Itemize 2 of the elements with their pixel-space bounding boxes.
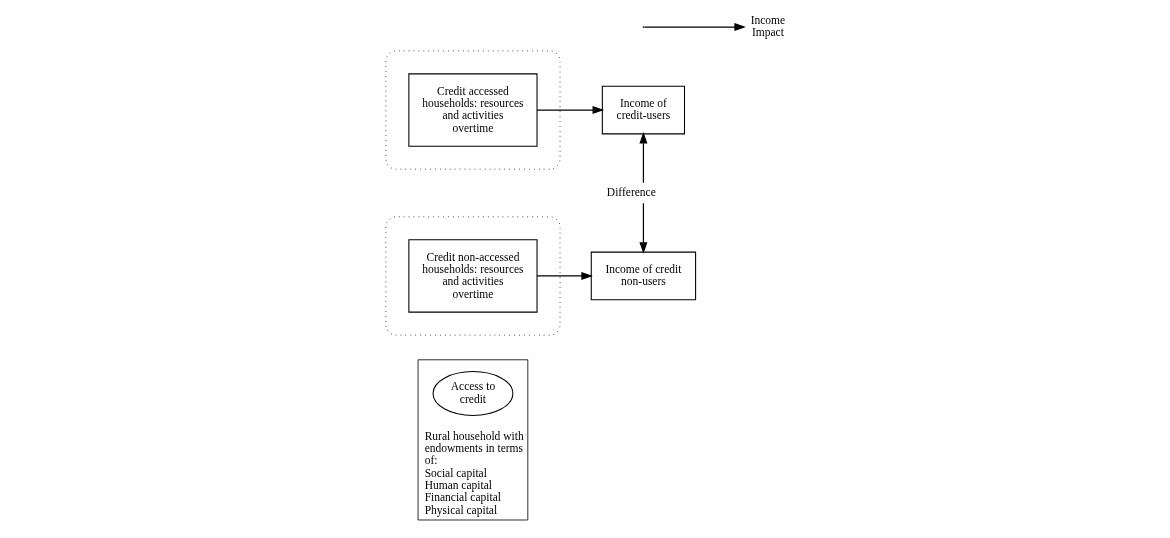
edge-label: Difference bbox=[606, 186, 656, 199]
node-text: Income Impact bbox=[750, 13, 785, 39]
